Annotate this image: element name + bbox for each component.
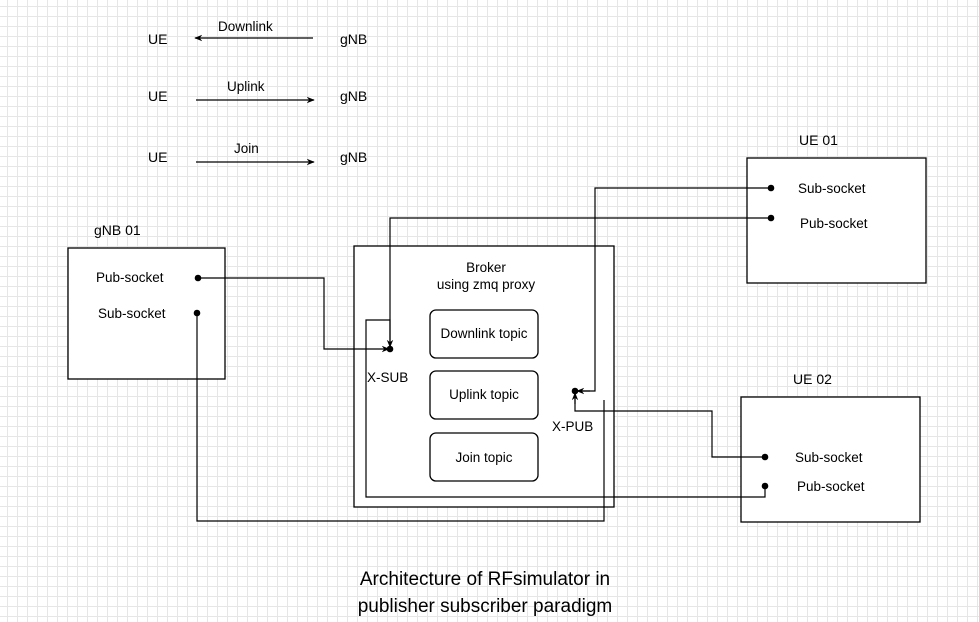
gnb01-pub-to-xsub-line xyxy=(198,277,390,353)
downlink-topic-label: Downlink topic xyxy=(440,326,527,341)
legend-downlink-ue: UE xyxy=(148,31,167,47)
gnb01-title: gNB 01 xyxy=(94,222,141,238)
legend-join-ue: UE xyxy=(148,149,167,165)
gnb01-pub-socket-label: Pub-socket xyxy=(96,270,164,285)
gnb01-pub-socket-dot xyxy=(194,274,202,282)
xpub-to-gnb01-sub-line xyxy=(196,313,605,522)
broker-title: Broker xyxy=(466,260,506,275)
xpub-to-ue02-sub-line xyxy=(574,392,765,458)
legend-join-gnb: gNB xyxy=(340,149,367,165)
legend-downlink-gnb: gNB xyxy=(340,31,367,47)
join-topic-box xyxy=(429,432,539,482)
ue01-pub-to-xsub-line xyxy=(386,217,771,348)
ue02-pub-socket-dot xyxy=(761,482,769,490)
uplink-topic-box xyxy=(429,370,539,420)
broker-subtitle: using zmq proxy xyxy=(437,277,536,292)
caption-line-2: publisher subscriber paradigm xyxy=(357,596,613,617)
ue01-sub-socket-dot xyxy=(767,184,775,192)
legend-join-label: Join xyxy=(234,141,259,156)
legend-downlink-label: Downlink xyxy=(218,19,273,34)
legend-uplink-ue: UE xyxy=(148,88,167,104)
ue02-title: UE 02 xyxy=(793,371,832,387)
xpub-label: X-PUB xyxy=(552,419,593,434)
legend-uplink: UE Uplink gNB xyxy=(148,79,367,104)
downlink-topic-box xyxy=(429,309,539,359)
ue02-node: UE 02 Sub-socket Pub-socket xyxy=(740,371,921,523)
ue01-box xyxy=(746,157,927,284)
gnb01-node: gNB 01 Pub-socket Sub-socket xyxy=(67,222,226,380)
broker-node: Broker using zmq proxy Downlink topic Up… xyxy=(353,245,615,508)
gnb01-sub-socket-label: Sub-socket xyxy=(98,306,166,321)
ue02-sub-socket-label: Sub-socket xyxy=(795,450,863,465)
legend-uplink-label: Uplink xyxy=(227,79,265,94)
ue01-node: UE 01 Sub-socket Pub-socket xyxy=(746,132,927,284)
ue01-pub-socket-label: Pub-socket xyxy=(800,216,868,231)
xsub-label: X-SUB xyxy=(367,370,408,385)
ue02-sub-socket-dot xyxy=(761,453,769,461)
legend-join: UE Join gNB xyxy=(148,141,367,166)
legend-uplink-gnb: gNB xyxy=(340,88,367,104)
connectors xyxy=(196,187,771,522)
socket-dots xyxy=(193,184,775,490)
legend-downlink: UE Downlink gNB xyxy=(148,19,367,47)
caption-line-1: Architecture of RFsimulator in xyxy=(359,569,611,590)
ue01-sub-socket-label: Sub-socket xyxy=(798,181,866,196)
ue02-pub-to-xsub-line xyxy=(365,319,766,498)
ue01-pub-socket-dot xyxy=(767,214,775,222)
xsub-socket-dot xyxy=(386,345,394,353)
uplink-topic-label: Uplink topic xyxy=(449,387,519,402)
ue02-box xyxy=(740,396,921,523)
ue01-title: UE 01 xyxy=(799,132,838,148)
xpub-socket-dot xyxy=(571,387,579,395)
join-topic-label: Join topic xyxy=(455,450,512,465)
ue02-pub-socket-label: Pub-socket xyxy=(797,479,865,494)
diagram-caption: Architecture of RFsimulator in publisher… xyxy=(290,566,680,620)
gnb01-sub-socket-dot xyxy=(193,309,201,317)
